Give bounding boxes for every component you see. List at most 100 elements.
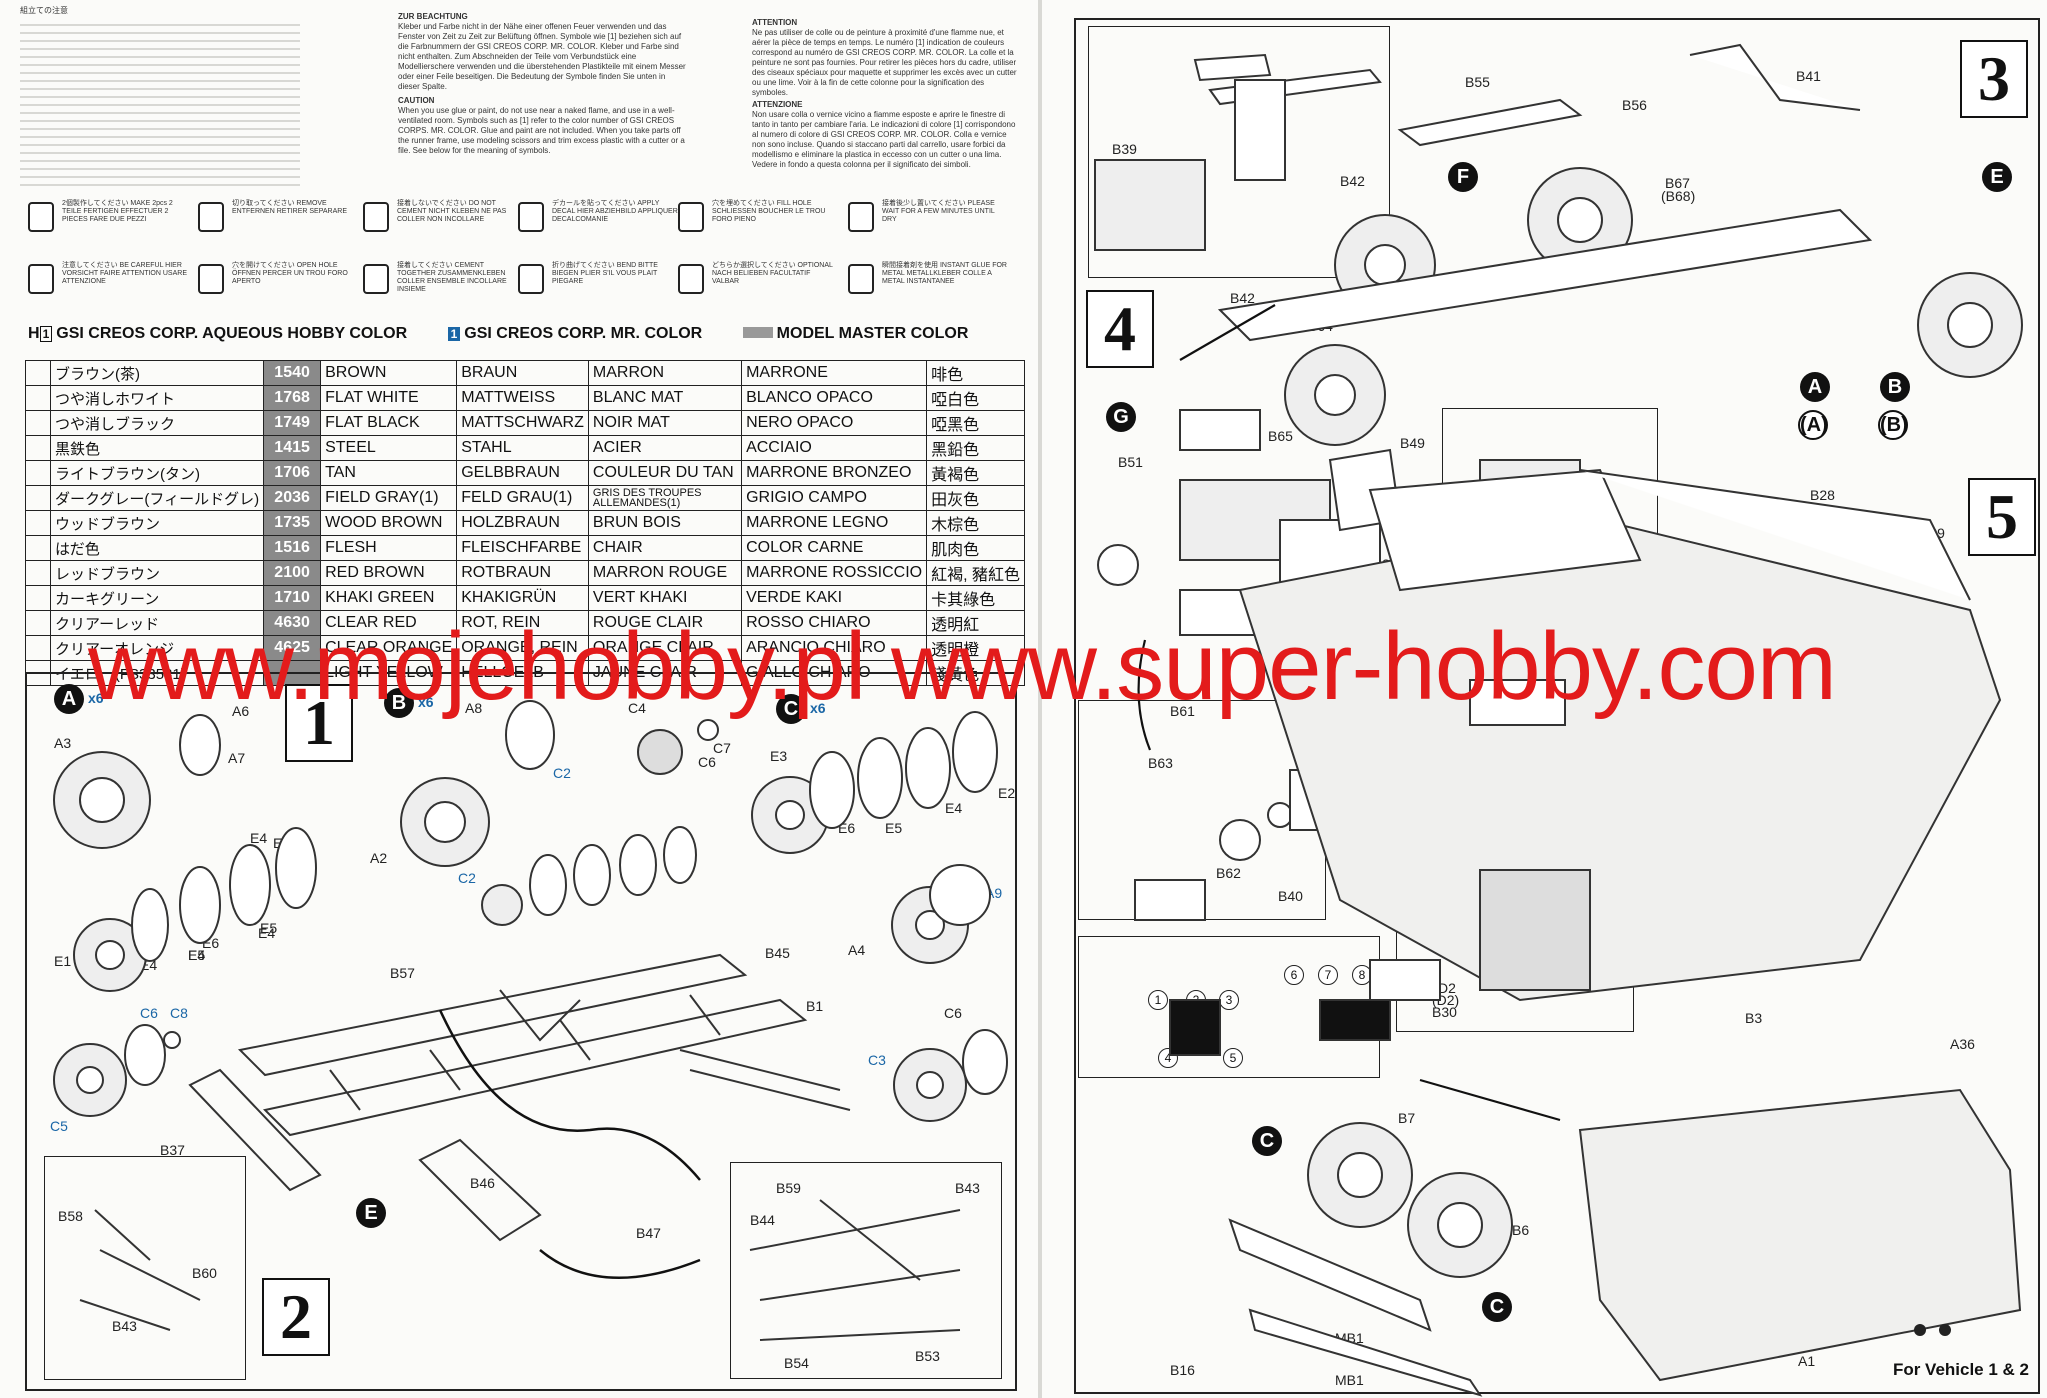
color-code-cell: 4630 — [263, 610, 322, 636]
symbol-text: 瞬間接着剤を使用 INSTANT GLUE FOR METAL METALLKL… — [882, 262, 1007, 285]
symbol-item: 折り曲げてください BEND BITTE BIEGEN PLIER S'IL V… — [518, 262, 678, 318]
color-fr-cell: COULEUR DU TAN — [587, 460, 743, 486]
attention-text: Ne pas utiliser de colle ou de peinture … — [752, 28, 1017, 97]
vehicle-note: For Vehicle 1 & 2 — [1892, 1360, 2029, 1379]
color-de-cell: FELD GRAU(1) — [456, 485, 589, 511]
part-label: A1 — [1798, 1353, 1816, 1369]
apply-decal-icon — [518, 202, 544, 232]
assembly-circle-marker: C — [1252, 1126, 1282, 1156]
step-4-number: 4 — [1086, 290, 1154, 368]
color-code-cell: 1516 — [263, 535, 322, 561]
symbol-item: デカールを貼ってください APPLY DECAL HIER ABZIEHBILD… — [518, 200, 678, 256]
make-two-icon — [28, 202, 54, 232]
color-code-cell: 4625 — [263, 635, 322, 661]
caution-heading: CAUTION — [398, 96, 435, 105]
right-page-drawings — [1094, 43, 2023, 1397]
step1-mult-c: x6 — [810, 700, 826, 716]
color-code-cell: 1749 — [263, 410, 322, 436]
symbol-text: 折り曲げてください BEND BITTE BIEGEN PLIER S'IL V… — [552, 262, 658, 285]
color-es-cell: BLANCO OPACO — [741, 385, 928, 411]
part-label: B47 — [636, 1225, 661, 1241]
part-label: B51 — [1118, 454, 1143, 470]
left-page-drawings — [53, 700, 1008, 1341]
color-de-cell: ORANGE, REIN — [456, 635, 589, 661]
color-es-cell: MARRONE ROSSICCIO — [741, 560, 928, 586]
color-de-cell: HOLZBRAUN — [456, 510, 589, 536]
assembly-circle-marker: G — [1106, 402, 1136, 432]
bend-icon — [518, 264, 544, 294]
color-en-cell: WOOD BROWN — [320, 510, 458, 536]
color-en-cell: FLAT BLACK — [320, 410, 458, 436]
part-label: B60 — [192, 1265, 217, 1281]
part-label: C5 — [50, 1118, 68, 1134]
fill-hole-icon — [678, 202, 704, 232]
symbol-text: 穴を埋めてください FILL HOLE SCHLIESSEN BOUCHER L… — [712, 200, 826, 223]
color-zh-cell: 透明橙 — [926, 635, 1025, 661]
color-en-cell: TAN — [320, 460, 458, 486]
symbol-text: 接着後少し置いてください PLEASE WAIT FOR A FEW MINUT… — [882, 200, 995, 223]
color-es-cell: ROSSO CHIARO — [741, 610, 928, 636]
part-label: C3 — [868, 1052, 886, 1068]
color-es-cell: MARRONE LEGNO — [741, 510, 928, 536]
color-zh-cell: 透明紅 — [926, 610, 1025, 636]
part-label: A8 — [465, 700, 483, 716]
part-label: B59 — [776, 1180, 801, 1196]
part-label: B28 — [1810, 487, 1835, 503]
color-en-cell: BROWN — [320, 360, 458, 386]
color-zh-cell: 黃褐色 — [926, 460, 1025, 486]
remove-icon — [198, 202, 224, 232]
color-fr-cell: ORANGE CLAIR — [587, 635, 743, 661]
part-label: B39 — [1112, 141, 1137, 157]
color-fr-cell: VERT KHAKI — [587, 585, 743, 611]
color-de-cell: MATTSCHWARZ — [456, 410, 589, 436]
color-jp-cell: はだ色 — [49, 535, 265, 561]
part-label: C4 — [628, 700, 646, 716]
do-not-cement-icon — [363, 202, 389, 232]
part-label: B40 — [1278, 888, 1303, 904]
symbol-item: 接着してください CEMENT TOGETHER ZUSAMMENKLEBEN … — [363, 262, 523, 318]
part-label: B42 — [1340, 173, 1365, 189]
french-italian-notes: ATTENTION Ne pas utiliser de colle ou de… — [752, 18, 1022, 170]
color-ref-cell — [25, 460, 51, 486]
color-code-cell: 1735 — [263, 510, 322, 536]
color-en-cell: RED BROWN — [320, 560, 458, 586]
symbol-text: デカールを貼ってください APPLY DECAL HIER ABZIEHBILD… — [552, 200, 678, 223]
color-es-cell: GRIGIO CAMPO — [741, 485, 928, 511]
symbol-item: 穴を開けてください OPEN HOLE ÖFFNEN PERCER UN TRO… — [198, 262, 358, 318]
symbol-text: 穴を開けてください OPEN HOLE ÖFFNEN PERCER UN TRO… — [232, 262, 348, 285]
color-de-cell: KHAKIGRÜN — [456, 585, 589, 611]
part-label: B53 — [915, 1348, 940, 1364]
step1-circle-b: B — [384, 688, 414, 718]
color-code-cell: 1768 — [263, 385, 322, 411]
color-fr-cell: ACIER — [587, 435, 743, 461]
color-jp-cell: ライトブラウン(タン) — [49, 460, 265, 486]
zur-beachtung-heading: ZUR BEACHTUNG — [398, 12, 468, 21]
dashboard-number: 6 — [1284, 965, 1304, 985]
dashboard-number: 7 — [1318, 965, 1338, 985]
attenzione-text: Non usare colla o vernice vicino a fiamm… — [752, 110, 1016, 169]
part-label: B41 — [1796, 68, 1821, 84]
part-label: B45 — [765, 945, 790, 961]
symbol-item: 穴を埋めてください FILL HOLE SCHLIESSEN BOUCHER L… — [678, 200, 838, 256]
part-label: B54 — [784, 1355, 809, 1371]
assembly-circle-marker: E — [1982, 162, 2012, 192]
part-label: B65 — [1268, 428, 1293, 444]
part-label: B44 — [750, 1212, 775, 1228]
part-label: B67 — [1665, 175, 1690, 191]
part-label: C7 — [713, 740, 731, 756]
step-5-number: 5 — [1968, 478, 2036, 556]
part-label: E4 — [188, 947, 206, 963]
color-zh-cell: 黑鉛色 — [926, 435, 1025, 461]
symbol-text: 接着しないでください DO NOT CEMENT NICHT KLEBEN NE… — [397, 200, 507, 223]
b59-sub-assembly-box — [730, 1162, 1002, 1379]
page-fold — [1038, 0, 1042, 1398]
part-label: B3 — [1745, 1010, 1763, 1026]
color-de-cell: STAHL — [456, 435, 589, 461]
